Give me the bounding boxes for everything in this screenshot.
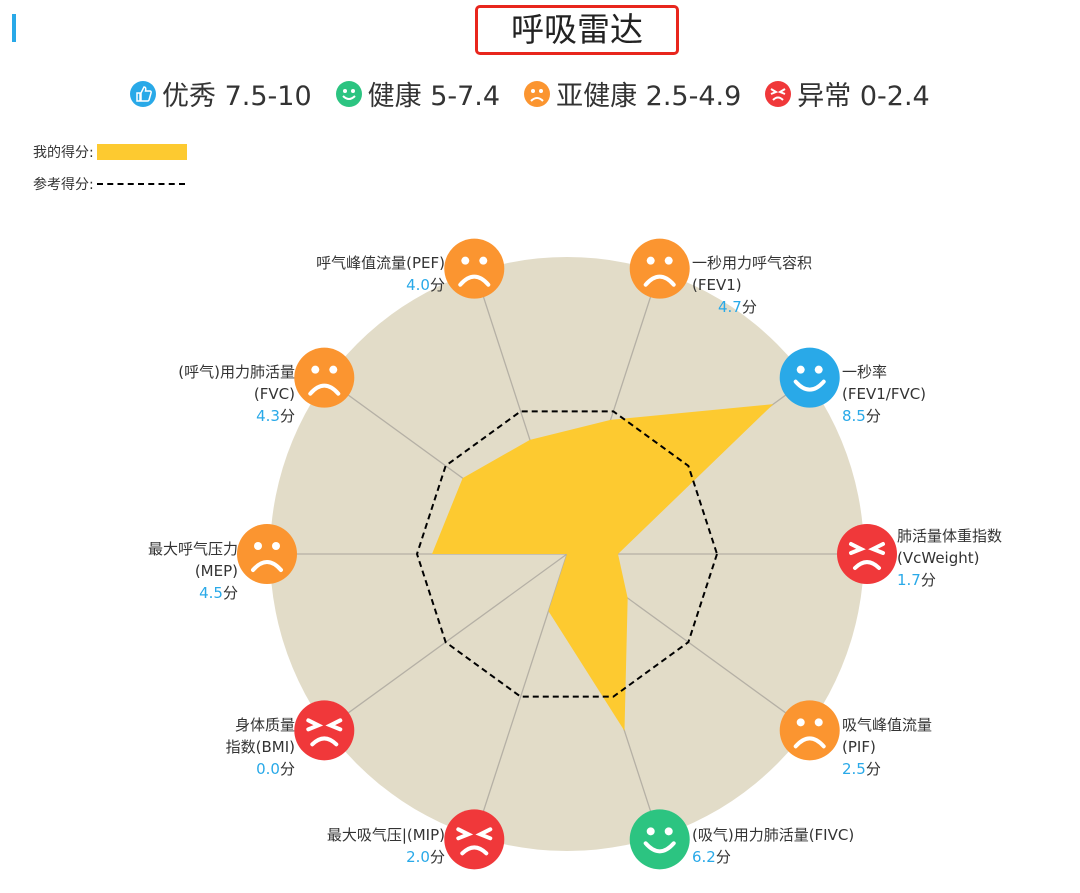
angry-icon <box>294 700 355 761</box>
reference-dash <box>96 183 185 185</box>
frown-icon <box>524 80 551 107</box>
axis-label: 吸气峰值流量 (PIF) 2.5分 <box>842 714 932 780</box>
axis-abbr: (FEV1/FVC) <box>842 385 927 403</box>
legend-abnormal: 异常 0-2.4 <box>765 74 930 113</box>
axis-label: 身体质量指数(BMI) 0.0分 <box>226 714 295 780</box>
score-unit: 分 <box>865 407 881 425</box>
axis-abbr: (FVC) <box>253 385 295 403</box>
score-value: 2.5 <box>842 760 866 778</box>
thumbs-up-icon <box>130 80 156 107</box>
axis-score: 4.0分 <box>316 274 445 296</box>
my-score-area <box>432 404 774 731</box>
axis-score: 6.2分 <box>692 846 854 868</box>
score-value: 0.0 <box>256 760 280 778</box>
axis-name: 吸气峰值流量 <box>842 716 933 734</box>
angry-icon <box>765 80 792 107</box>
axis-name: (吸气)用力肺活量(FIVC) <box>692 826 855 844</box>
axis-score: 2.5分 <box>842 758 932 780</box>
score-value: 4.7 <box>718 298 742 316</box>
axis-score: 8.5分 <box>842 405 926 427</box>
axis-score: 4.5分 <box>148 582 238 604</box>
axis-name: 呼气峰值流量(PEF) <box>316 254 445 272</box>
frown-icon <box>237 524 297 584</box>
axis-abbr: 指数(BMI) <box>225 738 295 756</box>
axis-name: 最大吸气压|(MIP) <box>326 826 445 844</box>
axis-name: 最大呼气压力 <box>147 540 238 558</box>
legend-subhealthy: 亚健康 2.5-4.9 <box>524 74 741 113</box>
status-legend: 优秀 7.5-10 健康 5-7.4 亚健康 2.5-4.9 异常 0-2.4 <box>130 74 930 113</box>
axis-score: 0.0分 <box>226 758 295 780</box>
legend-excellent: 优秀 7.5-10 <box>130 74 312 113</box>
axis-label: 肺活量体重指数 (VcWeight) 1.7分 <box>897 525 1002 591</box>
my-score-key: 我的得分: <box>33 142 187 162</box>
smile-icon <box>629 809 690 870</box>
axis-name: 身体质量 <box>234 716 295 734</box>
axis-line <box>473 553 568 840</box>
score-value: 1.7 <box>897 571 921 589</box>
frown-icon <box>294 347 355 408</box>
legend-healthy: 健康 5-7.4 <box>335 74 500 113</box>
score-value: 6.2 <box>692 848 716 866</box>
my-score-swatch <box>96 144 187 160</box>
score-value: 8.5 <box>842 407 866 425</box>
score-unit: 分 <box>429 276 445 294</box>
reference-score-key: 参考得分: <box>33 174 185 194</box>
score-unit: 分 <box>865 760 881 778</box>
angry-icon <box>837 524 897 584</box>
axis-label: 最大呼气压力 (MEP) 4.5分 <box>148 538 238 604</box>
score-unit: 分 <box>222 584 238 602</box>
axis-abbr: (VcWeight) <box>897 549 980 567</box>
axis-score: 2.0分 <box>327 846 445 868</box>
score-value: 2.0 <box>406 848 430 866</box>
score-unit: 分 <box>741 298 757 316</box>
axis-abbr: (PIF) <box>842 738 876 756</box>
score-unit: 分 <box>279 760 295 778</box>
score-value: 4.5 <box>199 584 223 602</box>
axis-label: (呼气)用力肺活量 (FVC) 4.3分 <box>178 361 295 427</box>
score-value: 4.0 <box>406 276 430 294</box>
section-marker <box>12 14 16 42</box>
axis-score: 4.3分 <box>178 405 295 427</box>
smile-icon <box>779 347 840 408</box>
score-unit: 分 <box>279 407 295 425</box>
axis-label: (吸气)用力肺活量(FIVC) 6.2分 <box>692 824 854 868</box>
reference-score-line <box>415 410 719 698</box>
score-value: 4.3 <box>256 407 280 425</box>
axis-name: (呼气)用力肺活量 <box>178 363 295 381</box>
frown-icon <box>779 700 840 761</box>
axis-name: 一秒用力呼气容积 <box>692 254 813 272</box>
axis-abbr: (FEV1) <box>692 276 742 294</box>
axis-label: 一秒用力呼气容积 (FEV1) 4.7分 <box>692 252 812 318</box>
frown-icon <box>629 238 690 299</box>
axis-score: 4.7分 <box>692 296 812 318</box>
angry-icon <box>444 809 505 870</box>
score-unit: 分 <box>920 571 936 589</box>
axis-label: 呼气峰值流量(PEF) 4.0分 <box>316 252 445 296</box>
axis-name: 一秒率 <box>842 363 888 381</box>
score-unit: 分 <box>429 848 445 866</box>
score-unit: 分 <box>715 848 731 866</box>
axis-label: 最大吸气压|(MIP) 2.0分 <box>327 824 445 868</box>
page-title: 呼吸雷达 <box>475 5 679 55</box>
axis-score: 1.7分 <box>897 569 1002 591</box>
frown-icon <box>444 238 505 299</box>
axis-label: 一秒率 (FEV1/FVC) 8.5分 <box>842 361 926 427</box>
axis-abbr: (MEP) <box>194 562 238 580</box>
axis-name: 肺活量体重指数 <box>897 527 1003 545</box>
smile-icon <box>335 80 362 107</box>
